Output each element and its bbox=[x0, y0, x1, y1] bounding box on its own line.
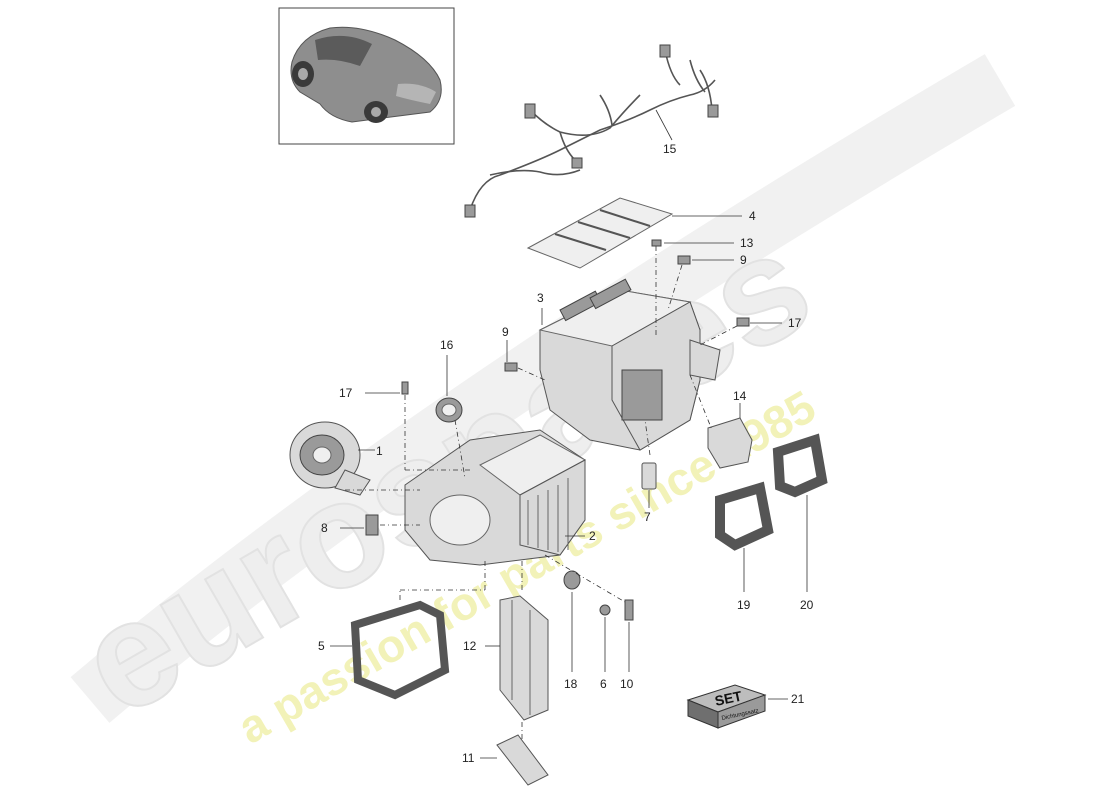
callout-15[interactable]: 15 bbox=[663, 142, 677, 156]
callout-17-left[interactable]: 17 bbox=[339, 386, 353, 400]
callout-1[interactable]: 1 bbox=[376, 444, 383, 458]
callout-3[interactable]: 3 bbox=[537, 291, 544, 305]
callout-2[interactable]: 2 bbox=[589, 529, 596, 543]
car-thumbnail bbox=[278, 7, 455, 145]
callout-13[interactable]: 13 bbox=[740, 236, 754, 250]
callout-9-left[interactable]: 9 bbox=[502, 325, 509, 339]
car-icon bbox=[290, 26, 442, 123]
hvac-housing bbox=[538, 246, 721, 451]
wiring-harness bbox=[464, 44, 719, 218]
callout-4[interactable]: 4 bbox=[749, 209, 756, 223]
callout-7[interactable]: 7 bbox=[644, 510, 651, 524]
callout-20[interactable]: 20 bbox=[800, 598, 814, 612]
callout-9-right[interactable]: 9 bbox=[740, 253, 747, 267]
seal-gasket bbox=[330, 560, 486, 700]
callout-16[interactable]: 16 bbox=[440, 338, 454, 352]
blower-motor bbox=[289, 421, 420, 496]
callout-6[interactable]: 6 bbox=[600, 677, 607, 691]
callout-21[interactable]: 21 bbox=[791, 692, 805, 706]
air-duct-20 bbox=[772, 433, 828, 592]
callout-17-right[interactable]: 17 bbox=[788, 316, 802, 330]
heat-exchanger bbox=[485, 560, 549, 740]
callout-11[interactable]: 11 bbox=[462, 751, 475, 765]
seal-kit-box: SET Dichtungssatz bbox=[686, 684, 788, 729]
callout-10[interactable]: 10 bbox=[620, 677, 634, 691]
small-parts bbox=[340, 239, 782, 672]
callout-18[interactable]: 18 bbox=[564, 677, 578, 691]
set-label: SET bbox=[713, 688, 743, 709]
bracket bbox=[480, 734, 549, 786]
callout-12[interactable]: 12 bbox=[463, 639, 477, 653]
callouts: 1 2 3 4 5 6 7 8 9 9 10 11 12 13 14 15 16… bbox=[318, 142, 814, 765]
callout-8[interactable]: 8 bbox=[321, 521, 328, 535]
distribution-housing bbox=[404, 429, 587, 566]
air-duct-19 bbox=[715, 481, 774, 592]
callout-14[interactable]: 14 bbox=[733, 389, 747, 403]
callout-19[interactable]: 19 bbox=[737, 598, 751, 612]
callout-5[interactable]: 5 bbox=[318, 639, 325, 653]
blower-regulator bbox=[435, 355, 466, 479]
cabin-filter bbox=[526, 197, 742, 269]
